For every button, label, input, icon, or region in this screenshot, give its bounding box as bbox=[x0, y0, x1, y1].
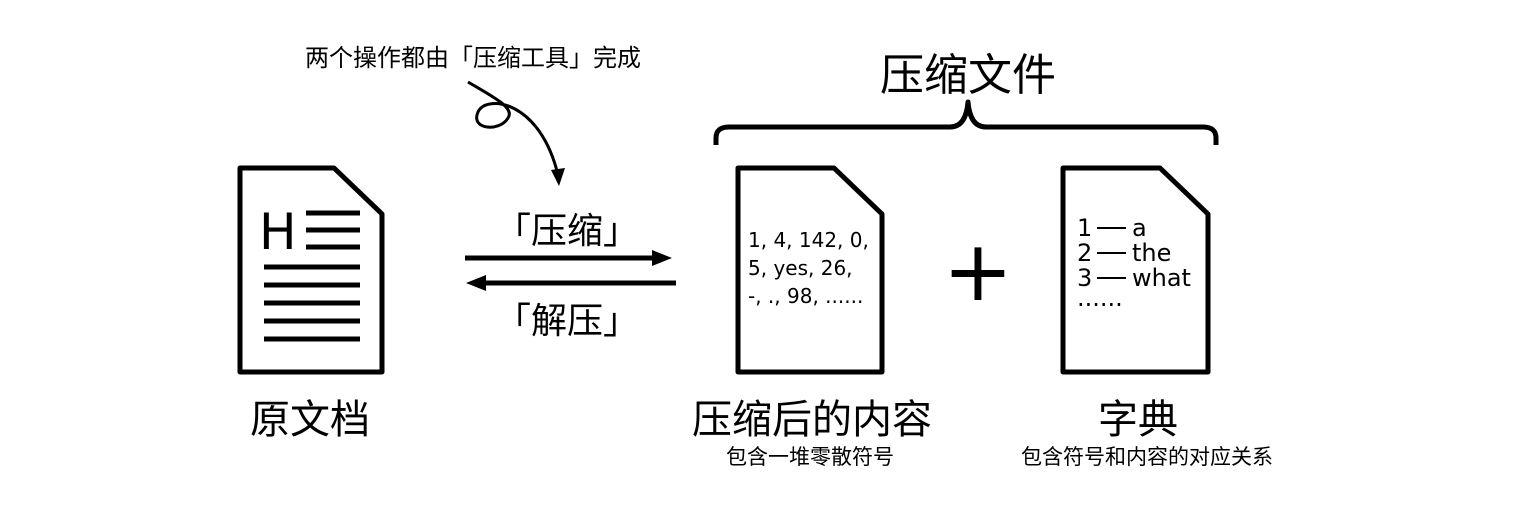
dictionary-entry: 1 a bbox=[1077, 214, 1147, 242]
compress-arrowhead-icon bbox=[652, 250, 672, 266]
compressed-file-brace bbox=[713, 99, 1219, 145]
compressed-file-title: 压缩文件 bbox=[880, 50, 1056, 101]
dictionary-more: ...... bbox=[1077, 284, 1123, 312]
original-document: H bbox=[237, 165, 385, 375]
annotation-arrowhead-icon bbox=[551, 168, 565, 186]
annotation-curved-arrow bbox=[467, 80, 560, 176]
compressed-line-2: 5, yes, 26, bbox=[748, 256, 853, 280]
compressed-content-document-icon bbox=[735, 165, 885, 375]
dictionary-sublabel: 包含符号和内容的对应关系 bbox=[1021, 445, 1273, 469]
compressed-line-1: 1, 4, 142, 0, bbox=[748, 228, 869, 252]
decompress-arrowhead-icon bbox=[466, 275, 486, 291]
document-heading-letter: H bbox=[259, 203, 297, 261]
dictionary-value: the bbox=[1132, 239, 1171, 267]
dictionary-entry: 3 what bbox=[1077, 264, 1191, 292]
dictionary-entry: 2 the bbox=[1077, 239, 1171, 267]
heading-lines bbox=[306, 210, 360, 250]
dictionary-value: a bbox=[1132, 214, 1147, 242]
compressed-content-sublabel: 包含一堆零散符号 bbox=[726, 445, 894, 469]
dictionary-key: 2 bbox=[1077, 239, 1092, 267]
dictionary-value: what bbox=[1132, 264, 1191, 292]
dictionary-key: 3 bbox=[1077, 264, 1092, 292]
dictionary-key: 1 bbox=[1077, 214, 1092, 242]
compress-label: 「压缩」 bbox=[495, 211, 639, 252]
original-document-label: 原文档 bbox=[250, 397, 370, 443]
body-text-lines bbox=[264, 264, 360, 342]
compressed-content-label: 压缩后的内容 bbox=[692, 397, 932, 443]
annotation-text: 两个操作都由「压缩工具」完成 bbox=[305, 44, 641, 72]
compressed-line-3: -, ., 98, ...... bbox=[748, 284, 863, 308]
dictionary-label: 字典 bbox=[1098, 397, 1178, 443]
plus-sign: + bbox=[943, 222, 1013, 320]
dictionary-document-icon bbox=[1060, 165, 1211, 375]
decompress-label: 「解压」 bbox=[495, 301, 639, 342]
